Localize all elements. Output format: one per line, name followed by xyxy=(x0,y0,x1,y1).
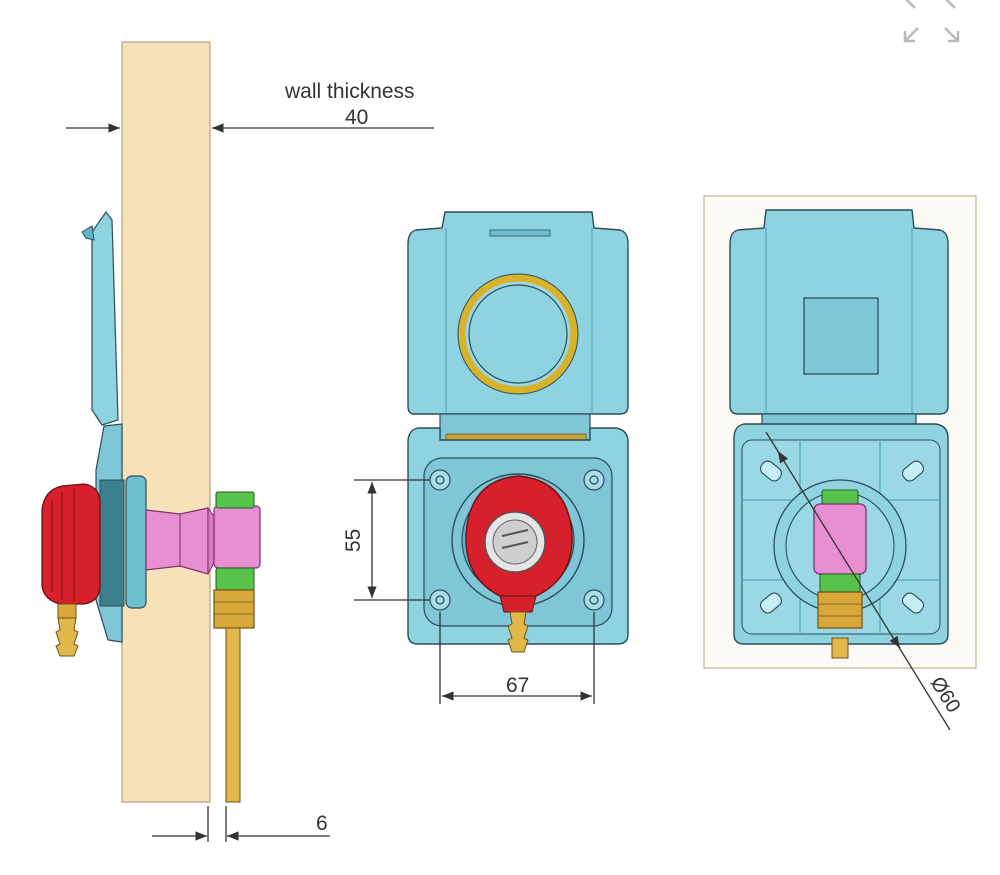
width-dimension xyxy=(439,612,595,704)
side-pipe xyxy=(225,627,241,803)
expand-arrows-icon[interactable] xyxy=(903,0,960,43)
height-value: 55 xyxy=(342,529,365,552)
wall xyxy=(121,41,211,803)
diameter-dimension xyxy=(765,431,951,731)
front-hose-barb xyxy=(507,611,529,653)
side-connector xyxy=(145,507,209,575)
front-screws xyxy=(429,469,605,611)
side-view: wall thickness 40 xyxy=(41,41,434,842)
rear-brass-nut xyxy=(817,591,863,629)
side-lid xyxy=(91,210,119,426)
side-backplate xyxy=(125,475,147,609)
rear-view: Ø60 xyxy=(703,195,977,731)
front-view: 55 67 xyxy=(342,211,629,704)
diameter-value: Ø60 xyxy=(926,673,965,717)
pipe-dimension xyxy=(152,806,330,842)
rear-connector xyxy=(813,503,867,575)
pipe-value: 6 xyxy=(316,812,328,835)
side-brass-nut xyxy=(213,589,255,629)
rear-mounting-holes xyxy=(759,460,925,614)
wall-thickness-value: 40 xyxy=(345,106,368,129)
wall-thickness-label: wall thickness xyxy=(284,80,415,103)
height-dimension xyxy=(354,479,430,601)
side-regulator xyxy=(41,483,101,605)
side-elbow xyxy=(213,505,261,569)
width-value: 67 xyxy=(506,674,529,697)
side-hose-barb xyxy=(57,603,77,619)
